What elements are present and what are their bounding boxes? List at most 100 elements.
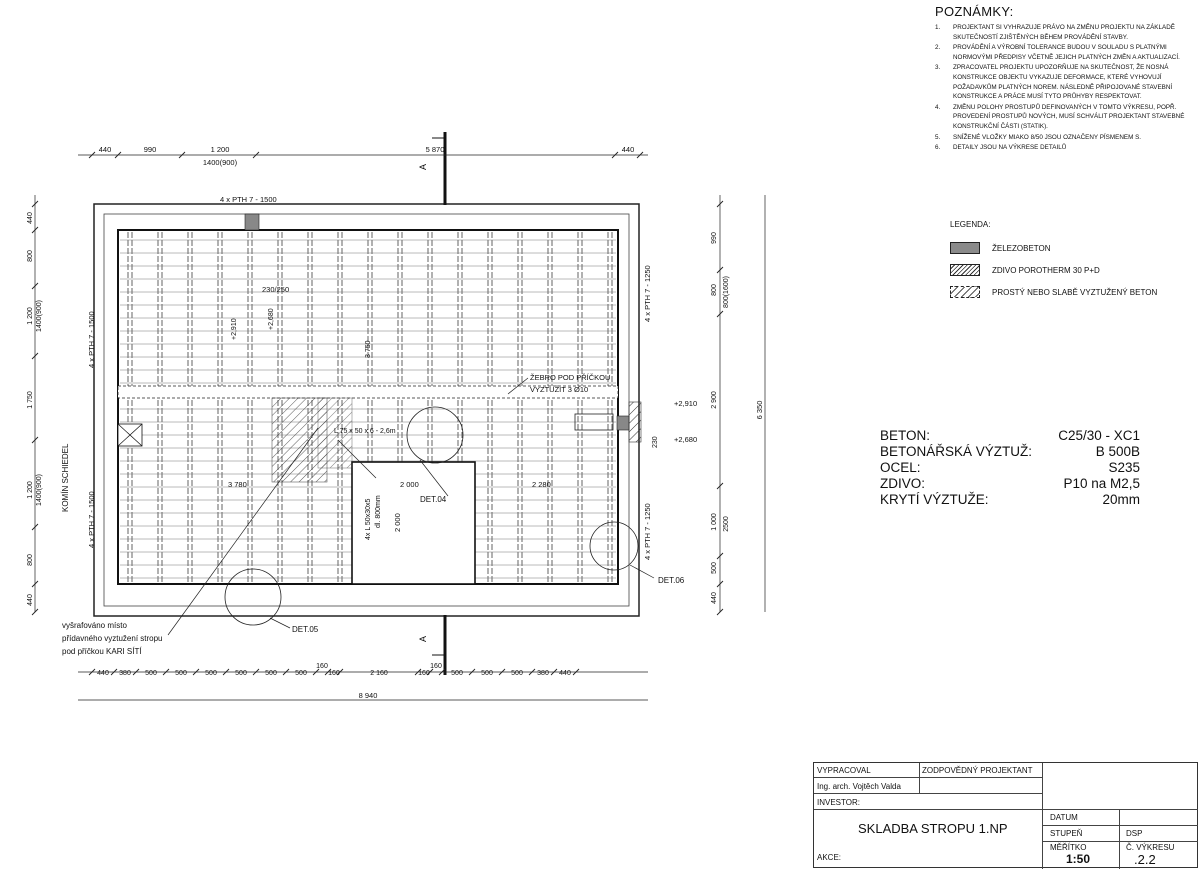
label-opening: 230/250 bbox=[262, 285, 289, 294]
dimension-tick bbox=[438, 668, 446, 676]
detail-circle-06 bbox=[589, 521, 639, 571]
wall-right-hatch bbox=[628, 401, 642, 443]
legend-panel: LEGENDA: ŽELEZOBETON ZDIVO POROTHERM 30 … bbox=[950, 220, 1190, 307]
tb-stupen-value: DSP bbox=[1126, 829, 1143, 838]
label-det05: DET.05 bbox=[292, 625, 319, 634]
dimension-label: 500 bbox=[481, 670, 493, 677]
dimension-label: 500 bbox=[235, 670, 247, 677]
label-angle-3: dl. 800mm bbox=[375, 495, 382, 528]
note-text: PROVÁDĚNÍ A VÝROBNÍ TOLERANCE BUDOU V SO… bbox=[953, 44, 1180, 61]
dimension-tick bbox=[716, 608, 724, 616]
dimension-label: 990 bbox=[711, 232, 718, 244]
spec-value: C25/30 - XC1 bbox=[1058, 428, 1140, 443]
spec-row: BETON:C25/30 - XC1 bbox=[880, 428, 1140, 444]
legend-label: ŽELEZOBETON bbox=[992, 243, 1051, 253]
dimension-label: 1 750 bbox=[27, 391, 34, 409]
dimension-label: 1400(900) bbox=[203, 158, 238, 167]
spec-row: BETONÁŘSKÁ VÝZTUŽ:B 500B bbox=[880, 444, 1140, 460]
legend-item-plain-concrete: PROSTÝ NEBO SLABĚ VYZTUŽENÝ BETON bbox=[950, 285, 1190, 299]
leader-det06 bbox=[629, 564, 655, 579]
label-dim-230: 230 bbox=[652, 436, 659, 448]
dimension-label: 800 bbox=[27, 250, 34, 262]
note-text: SNÍŽENÉ VLOŽKY MIAKO 8/50 JSOU OZNAČENY … bbox=[953, 133, 1142, 141]
note-number: 6. bbox=[935, 144, 941, 152]
dimension-label: 160 bbox=[430, 663, 442, 670]
dimension-label: 800(1600) bbox=[723, 276, 730, 308]
label-span-a: 3 750 bbox=[365, 340, 372, 358]
note-number: 3. bbox=[935, 64, 941, 72]
dimension-label: 440 bbox=[622, 145, 635, 154]
dimension-label: 1 200 bbox=[27, 307, 34, 325]
dimension-label: 380 bbox=[537, 670, 549, 677]
dimension-tick bbox=[132, 668, 140, 676]
label-2000b: 2 000 bbox=[393, 513, 402, 532]
label-2280: 2 280 bbox=[532, 480, 551, 489]
tb-meritko-value: 1:50 bbox=[1066, 852, 1091, 866]
dimension-tick bbox=[88, 151, 96, 159]
dimension-label: 990 bbox=[144, 145, 157, 154]
note-item: 4.ZMĚNU POLOHY PROSTUPŮ DEFINOVANÝCH V T… bbox=[935, 103, 1190, 132]
dimension-tick bbox=[31, 436, 39, 444]
spec-label: OCEL: bbox=[880, 460, 921, 475]
label-pth-left-upper: 4 x PTH 7 - 1500 bbox=[87, 311, 96, 368]
note-text: PROJEKTANT SI VYHRAZUJE PRÁVO NA ZMĚNU P… bbox=[953, 24, 1175, 41]
label-note-2: přídavného vyztužení stropu bbox=[62, 634, 163, 643]
label-level-4: +2,680 bbox=[674, 435, 697, 444]
dimension-tick bbox=[414, 668, 422, 676]
dimension-label: 1 200 bbox=[27, 481, 34, 499]
dimension-tick bbox=[716, 552, 724, 560]
spec-label: BETONÁŘSKÁ VÝZTUŽ: bbox=[880, 444, 1033, 459]
label-pth-right-upper: 4 x PTH 7 - 1250 bbox=[643, 265, 652, 322]
label-pth-left-lower: 4 x PTH 7 - 1500 bbox=[87, 491, 96, 548]
note-number: 5. bbox=[935, 133, 941, 141]
label-det06: DET.06 bbox=[658, 576, 685, 585]
leader-angle bbox=[337, 439, 377, 479]
dimension-tick bbox=[716, 200, 724, 208]
legend-label: ZDIVO POROTHERM 30 P+D bbox=[992, 265, 1100, 275]
note-text: ZPRACOVATEL PROJEKTU UPOZORŇUJE NA SKUTE… bbox=[953, 64, 1173, 101]
dimension-tick bbox=[312, 668, 320, 676]
dimension-tick bbox=[426, 668, 434, 676]
dimension-tick bbox=[252, 668, 260, 676]
label-rib-1: ŽEBRO POD PŘÍČKOU bbox=[530, 373, 610, 382]
dimension-tick bbox=[252, 151, 260, 159]
dimension-tick bbox=[716, 310, 724, 318]
note-text: DETAILY JSOU NA VÝKRESE DETAILŮ bbox=[953, 144, 1067, 152]
dimension-tick bbox=[716, 482, 724, 490]
label-angle-1: L 75 x 50 x 6 - 2,6m bbox=[334, 428, 396, 435]
label-3780: 3 780 bbox=[228, 480, 247, 489]
tb-datum-label: DATUM bbox=[1050, 813, 1078, 822]
legend-item-masonry: ZDIVO POROTHERM 30 P+D bbox=[950, 263, 1190, 277]
legend-title: LEGENDA: bbox=[950, 220, 991, 229]
tb-author: Ing. arch. Vojtěch Valda bbox=[817, 782, 901, 791]
label-note-1: vyšrafováno místo bbox=[62, 621, 127, 630]
label-level-2: +2,680 bbox=[268, 308, 275, 330]
label-level-3: +2,910 bbox=[674, 399, 697, 408]
dimension-label: 500 bbox=[205, 670, 217, 677]
dimension-label: 500 bbox=[711, 562, 718, 574]
dimension-tick bbox=[528, 668, 536, 676]
dimension-label: 2 900 bbox=[711, 391, 718, 409]
spec-value: S235 bbox=[1108, 460, 1140, 475]
dimension-label: 6 350 bbox=[755, 401, 764, 420]
tb-cislo-value: .2.2 bbox=[1134, 852, 1156, 867]
label-level-1: +2,910 bbox=[231, 318, 238, 340]
material-specs: BETON:C25/30 - XC1 BETONÁŘSKÁ VÝZTUŽ:B 5… bbox=[880, 428, 1140, 508]
tb-stupen-label: STUPEŇ bbox=[1050, 829, 1083, 838]
cross-rib bbox=[117, 385, 619, 399]
hatched-beam-area bbox=[317, 397, 353, 469]
dimension-label: 2500 bbox=[723, 516, 730, 532]
title-block: VYPRACOVAL ZODPOVĚDNÝ PROJEKTANT Ing. ar… bbox=[813, 762, 1198, 869]
dimension-label: 5 870 bbox=[426, 145, 445, 154]
label-2000a: 2 000 bbox=[400, 480, 419, 489]
spec-label: ZDIVO: bbox=[880, 476, 926, 491]
tb-zodpovedny-label: ZODPOVĚDNÝ PROJEKTANT bbox=[922, 766, 1033, 775]
legend-swatch-hatch-icon bbox=[950, 264, 980, 276]
spec-value: P10 na M2,5 bbox=[1063, 476, 1140, 491]
dimension-tick bbox=[31, 226, 39, 234]
chimney-cross-2 bbox=[117, 423, 143, 447]
dimension-label: 440 bbox=[711, 592, 718, 604]
dimension-label: 1 000 bbox=[711, 513, 718, 531]
